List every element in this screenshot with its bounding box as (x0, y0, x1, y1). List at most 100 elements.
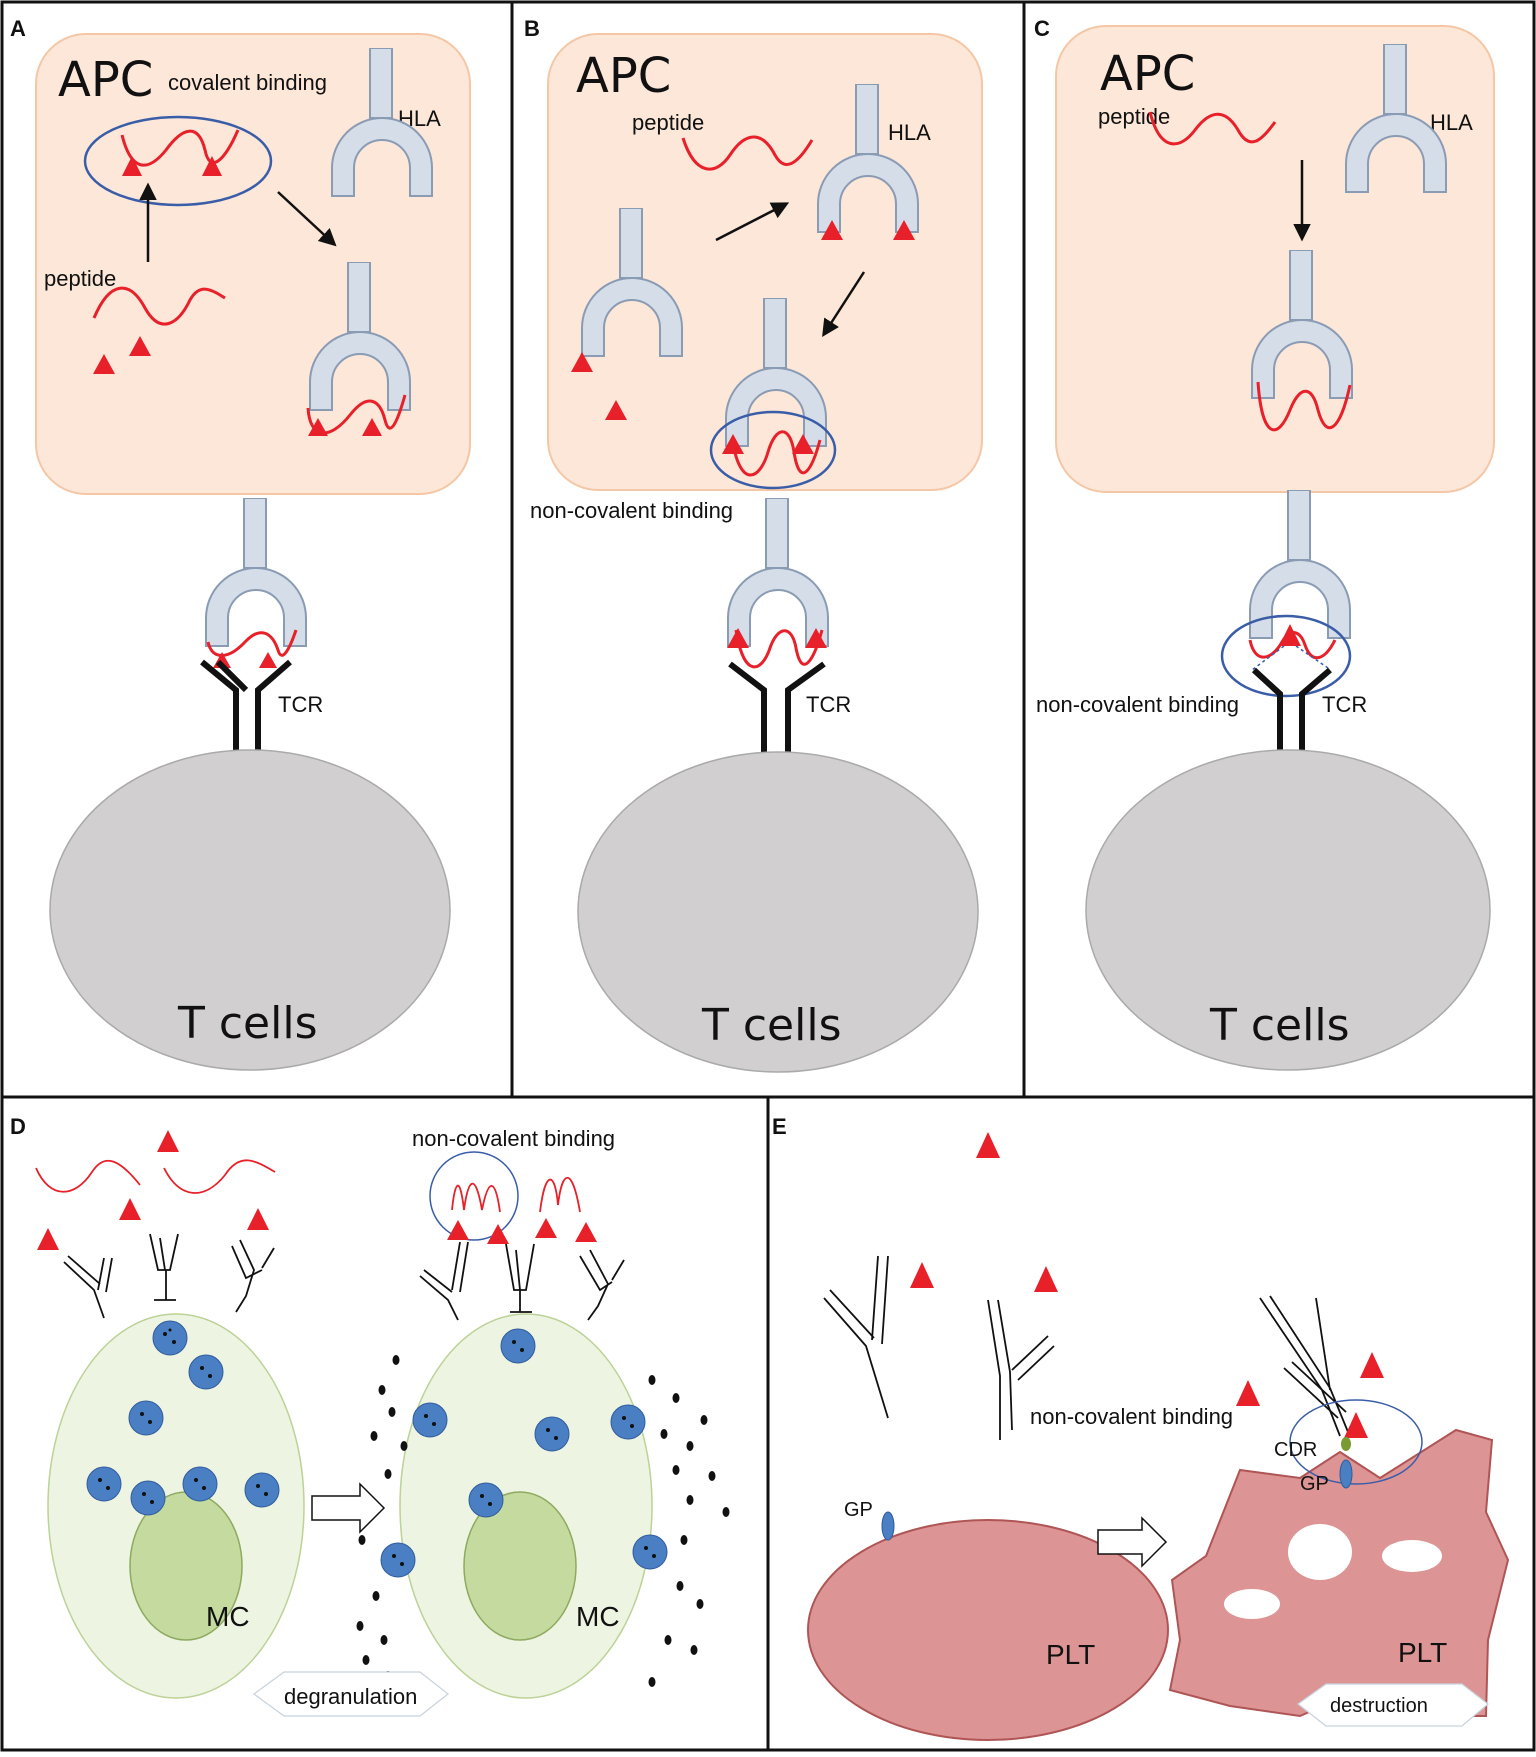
panel-e: E GP PLT CDR GP non-covalent binding PLT (772, 1114, 1510, 1741)
apc-label-a: APC (58, 52, 153, 108)
gp-receptor-e2 (1339, 1459, 1353, 1489)
hla-hapten-b1 (821, 220, 843, 240)
platelet-hole-e3 (1224, 1589, 1280, 1619)
covalent-binding-label: covalent binding (168, 70, 327, 95)
free-hapten-e2 (910, 1262, 934, 1288)
free-hapten-b1 (571, 352, 593, 372)
arrow-right-d (311, 1482, 386, 1534)
dotted-link-c1 (1251, 645, 1285, 671)
gp-receptor-e1 (881, 1511, 895, 1541)
free-hapten-e3 (1034, 1266, 1058, 1292)
free-peptide-d1 (35, 1160, 141, 1193)
arrow-diag-b1 (715, 202, 790, 242)
destruction-banner (1296, 1683, 1489, 1727)
peptide-bound-a (120, 129, 240, 167)
bound-hapten-d1 (447, 1220, 469, 1240)
hla-molecule-a3 (205, 498, 307, 647)
free-hapten-e1 (976, 1132, 1000, 1158)
cdr-label: CDR (1274, 1439, 1317, 1461)
panel-e-letter: E (772, 1114, 787, 1139)
plt-label-e2: PLT (1398, 1637, 1447, 1668)
peptide-on-hla-b (730, 430, 822, 477)
free-hapten-a2 (129, 336, 151, 356)
cdr-green-dot (1341, 1437, 1351, 1451)
tcr-hapten-a2 (259, 652, 277, 668)
panel-c-letter: C (1034, 16, 1050, 41)
peptide-on-hla-c (1256, 381, 1352, 432)
noncovalent-circle-c (1220, 614, 1352, 698)
arrow-right-e (1097, 1516, 1168, 1568)
tcr-c-right (1299, 667, 1332, 750)
panel-d: D MC (10, 1114, 730, 1717)
destruction-label: destruction (1330, 1695, 1428, 1717)
free-hapten-b2 (605, 400, 627, 420)
arrow-diag-a (277, 191, 337, 247)
peptide-label-a: peptide (44, 266, 116, 291)
free-peptide-c (1148, 111, 1277, 146)
bound-hapten-d2 (487, 1224, 509, 1244)
mc-label-d2: MC (576, 1601, 620, 1632)
panel-b-letter: B (524, 16, 540, 41)
ige-antibodies-d2 (419, 1241, 625, 1321)
tcr-hapten-c (1279, 624, 1301, 646)
tcr-label-a: TCR (278, 692, 323, 717)
free-hapten-d4 (247, 1208, 269, 1230)
degranulation-banner (252, 1671, 449, 1717)
tcr-a-right (255, 659, 292, 752)
degranulation-label: degranulation (284, 1684, 417, 1709)
tcr-c-left (1251, 667, 1283, 750)
tcr-label-c: TCR (1322, 692, 1367, 717)
granule-dots-d2 (392, 1340, 656, 1566)
bound-hapten-b1 (722, 434, 744, 454)
t-cells-label-a: T cells (177, 998, 318, 1049)
bound-hapten-b2 (792, 434, 814, 454)
bound-hapten-d3 (535, 1218, 557, 1238)
bound-peptide-d1 (451, 1182, 501, 1213)
noncovalent-label-c: non-covalent binding (1036, 692, 1239, 717)
tcr-b-left (728, 661, 767, 752)
hapten-triangle-a1 (122, 156, 142, 176)
hla-label-b: HLA (888, 120, 931, 145)
free-hapten-d1 (157, 1130, 179, 1152)
tcr-label-b: TCR (806, 692, 851, 717)
hla-molecule-b4 (727, 498, 829, 647)
panel-b: B APC peptide HLA non-covalent binding T… (524, 16, 983, 1073)
hla-hapten-b2 (893, 220, 915, 240)
platelet-hole-e2 (1382, 1540, 1442, 1572)
apc-label-b: APC (576, 48, 671, 104)
free-peptide-d2 (163, 1159, 276, 1194)
mc-nucleus-d2 (463, 1491, 577, 1641)
bound-antibody-e (1259, 1295, 1349, 1437)
apc-label-c: APC (1100, 46, 1195, 102)
granule-dots-d1 (98, 1328, 268, 1504)
gp-label-e2: GP (1300, 1473, 1329, 1495)
free-peptide-b (681, 135, 814, 171)
tcr-hapten-b1 (727, 628, 749, 648)
panel-d-letter: D (10, 1114, 26, 1139)
peptide-on-tcr-b (734, 629, 824, 669)
noncovalent-circle-b (709, 410, 837, 490)
mc-label-d1: MC (206, 1601, 250, 1632)
noncovalent-label-e: non-covalent binding (1030, 1404, 1233, 1429)
t-cell-b (577, 751, 979, 1073)
covalent-binding-circle (83, 115, 273, 207)
noncovalent-circle-d (429, 1151, 519, 1241)
bound-hapten-e (1344, 1412, 1368, 1438)
tcr-b-right (785, 661, 826, 752)
hapten-triangle-a2 (202, 156, 222, 176)
hla-label-c: HLA (1430, 110, 1473, 135)
bound-peptide-d2 (539, 1176, 581, 1213)
peptide-on-tcr-c (1248, 631, 1337, 659)
peptide-label-b: peptide (632, 110, 704, 135)
t-cell-c (1085, 749, 1491, 1071)
gp-label-e1: GP (844, 1499, 873, 1521)
panel-a-letter: A (10, 16, 26, 41)
free-hapten-e4 (1360, 1352, 1384, 1378)
tcr-hapten-b2 (805, 628, 827, 648)
platelet-e1 (807, 1519, 1169, 1741)
ige-antibodies-d1 (63, 1233, 275, 1319)
arrow-diag-b2 (822, 271, 866, 337)
dotted-link-c2 (1295, 645, 1329, 669)
